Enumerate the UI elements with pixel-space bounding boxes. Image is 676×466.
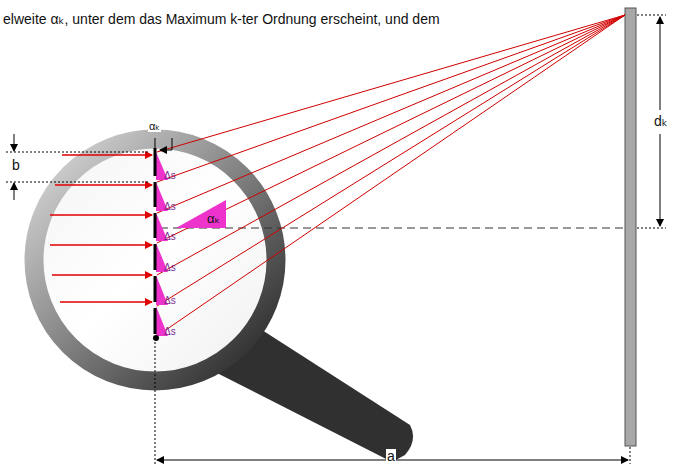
path-difference-label: Δs <box>164 201 176 212</box>
path-difference-label: Δs <box>164 262 176 273</box>
b-dimension <box>6 134 150 200</box>
note-text: elweite αₖ, unter dem das Maximum k-ter … <box>2 12 441 27</box>
screen <box>625 8 636 446</box>
dimension-label: a <box>386 449 396 464</box>
dimension-label: b <box>11 158 21 173</box>
angle-label: αₖ <box>207 212 220 226</box>
magnifier-ring <box>34 139 276 381</box>
angle-triangle <box>176 200 226 228</box>
path-difference-label: Δs <box>164 231 176 242</box>
grating <box>154 148 157 334</box>
angle-label: αₖ <box>148 120 161 132</box>
path-difference-label: Δs <box>164 295 176 306</box>
path-difference-label: Δs <box>164 326 176 337</box>
angle-marker <box>155 138 172 152</box>
incident-light <box>50 155 152 302</box>
dimension-label: dₖ <box>653 114 669 129</box>
lens <box>43 148 267 372</box>
path-difference-label: Δs <box>164 170 176 181</box>
a-dimension <box>155 342 630 464</box>
grating-end <box>153 335 159 341</box>
optical-axis <box>160 228 624 229</box>
diffracted-rays <box>157 15 625 336</box>
